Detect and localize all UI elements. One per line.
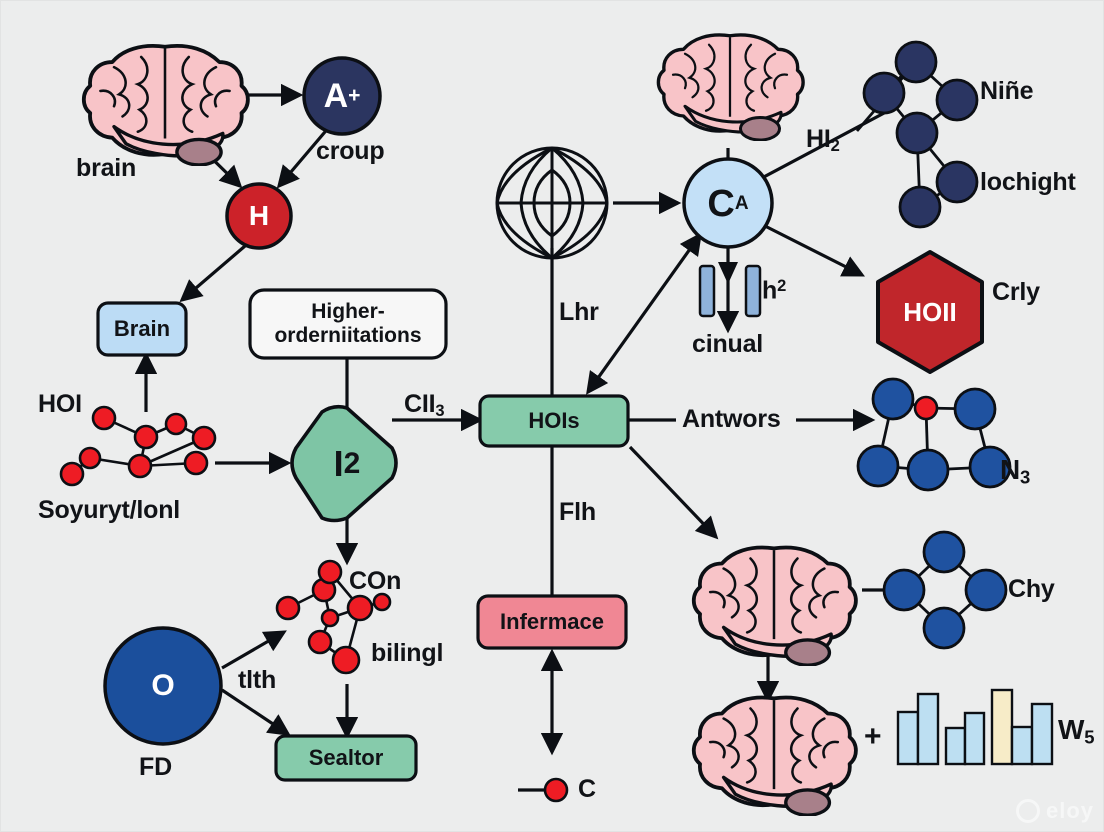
edge-o-to-connet [221, 630, 287, 670]
node-higher-order-box [248, 288, 448, 360]
edge-label-croup: croup [316, 137, 385, 165]
brain-icon-top-center [656, 33, 805, 141]
edge-label-flh: Flh [559, 498, 596, 526]
edge-aplus-to-h [276, 124, 332, 189]
node-ca [682, 157, 774, 249]
node-sealtor-box [274, 734, 418, 782]
label-lochight: lochight [980, 168, 1076, 196]
hi2-main: HI [806, 125, 831, 153]
edge-label-antwors: Antwors [682, 405, 781, 433]
bar-chart [896, 688, 1054, 766]
label-plus-sign: + [864, 720, 882, 753]
brain-icon-right-bottom [691, 695, 858, 816]
globe-icon [495, 146, 609, 260]
node-o [103, 626, 223, 746]
node-i2-diamond [290, 404, 398, 523]
label-bilingl: bilingl [371, 639, 444, 667]
edge-label-cinual: cinual [692, 330, 764, 358]
graph-hoi-network [59, 405, 217, 487]
node-hois-box [478, 394, 630, 448]
watermark: eloy [1015, 798, 1094, 824]
edge-label-lhr: Lhr [559, 298, 599, 326]
graph-con-network [275, 559, 392, 675]
label-nine: Niñe [980, 77, 1034, 105]
h2-main: h [762, 276, 778, 305]
edge-label-h2: h2 [762, 278, 786, 303]
cll3-main: CII [404, 390, 436, 418]
h2-bars [698, 264, 762, 318]
label-soyurytlonl: Soyuryt/lonl [38, 496, 181, 524]
legend-red-dot [543, 777, 569, 803]
label-n3: N3 [1000, 456, 1030, 487]
brain-icon-top-left [81, 43, 250, 166]
edge-o-to-sealtor [221, 688, 291, 736]
label-con: COn [349, 567, 402, 595]
n3-sub: 3 [1020, 466, 1031, 488]
graph-n3-network [856, 377, 1012, 492]
w5-main: W [1058, 714, 1085, 745]
label-chy: Chy [1008, 575, 1055, 603]
node-h [225, 182, 293, 250]
graph-chy-network [882, 530, 1008, 650]
edge-label-cll3: CII3 [404, 390, 445, 421]
edge-h-to-brainbox [179, 244, 247, 303]
edge-hois-ca-bidirectional [586, 232, 702, 395]
node-hoii-hexagon [876, 250, 984, 374]
graph-nine-network [855, 40, 979, 229]
n3-main: N [1000, 454, 1021, 485]
node-infermace-box [476, 594, 628, 650]
watermark-ring-icon [1015, 799, 1040, 823]
label-fd: FD [139, 753, 172, 781]
cll3-sub: 3 [435, 402, 445, 421]
hi2-sub: 2 [830, 137, 840, 156]
w5-sub: 5 [1084, 726, 1095, 748]
watermark-text: eloy [1045, 798, 1094, 823]
edge-ca-to-hexagon [764, 224, 865, 277]
h2-sup: 2 [777, 277, 787, 295]
legend-label-c: C [578, 775, 596, 803]
node-aplus [302, 56, 382, 136]
label-hoi: HOI [38, 390, 82, 418]
label-crly: Crly [992, 278, 1040, 306]
brain-icon-right-middle [691, 545, 858, 666]
node-brain-box [96, 301, 188, 357]
edge-ca-arrowhead-mid [718, 262, 738, 284]
label-w5: W5 [1058, 714, 1095, 748]
edge-label-hi2: HI2 [806, 127, 840, 155]
edge-hois-to-brainright [628, 445, 719, 540]
edge-label-tlth: tlth [238, 666, 277, 694]
brain-caption: brain [76, 154, 137, 182]
